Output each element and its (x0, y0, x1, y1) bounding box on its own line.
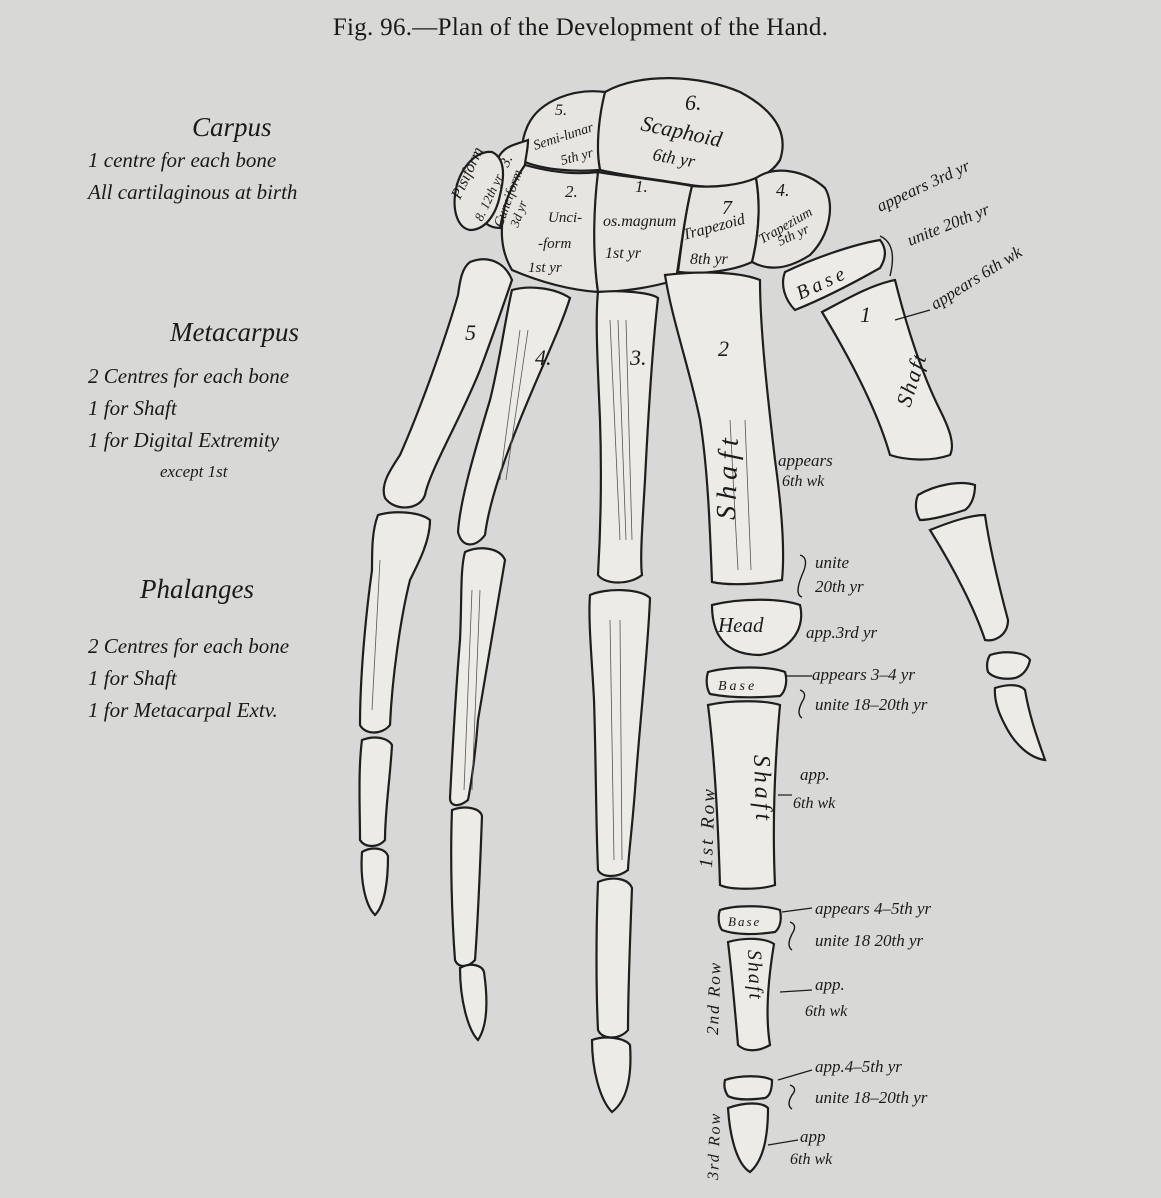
row2-row-label: 2nd Row (703, 961, 725, 1036)
metacarpal-5-label: 5 (465, 320, 476, 345)
metacarpal-3 (597, 291, 658, 582)
mc2-unite: unite (815, 553, 849, 572)
metacarpal-4-label: 4. (535, 345, 552, 370)
phalanx-4-1 (450, 548, 505, 805)
metacarpal-3-label: 3. (629, 345, 647, 370)
row2-appears: appears 4–5th yr (815, 899, 932, 918)
magnum-num: 1. (635, 177, 648, 196)
unciform-num: 2. (565, 182, 578, 201)
thumb-phalanx-base (916, 483, 975, 520)
row1-appears: appears 3–4 yr (812, 665, 915, 684)
row1-brace (799, 690, 805, 718)
unciform-name: Unci- (548, 210, 582, 226)
trapezium-num: 4. (776, 180, 790, 200)
unciform-time: 1st yr (528, 260, 562, 276)
trapezoid-time: 8th yr (690, 251, 729, 268)
metacarpal-2-label: 2 (718, 336, 729, 361)
row3-appears: app.4–5th yr (815, 1057, 902, 1076)
row2-app: app. (815, 975, 845, 994)
phalanx-5-3 (362, 849, 388, 915)
row2-app-pointer (780, 990, 812, 992)
row1-row-label: 1st Row (696, 786, 720, 868)
row3-shaft (728, 1104, 768, 1173)
phalanx-4-2 (451, 808, 482, 966)
mc2-appears-time: 6th wk (782, 473, 825, 490)
thumb-unite-label: unite 20th yr (904, 199, 992, 249)
row2-base-label: Base (728, 914, 761, 929)
mc2-appears: appears (778, 451, 833, 470)
thumb-appears-shaft-label: appears 6th wk (927, 242, 1026, 313)
row1-app-time: 6th wk (793, 795, 836, 812)
row1-base-label: Base (718, 679, 757, 694)
mc2-shaft-label: Shaft (711, 432, 745, 521)
row2-shaft-label: Shaft (743, 949, 767, 1001)
row1-app: app. (800, 765, 830, 784)
mc2-unite-time: 20th yr (815, 577, 864, 596)
row3-brace (789, 1085, 795, 1109)
phalanx-4-3 (460, 965, 486, 1040)
row1-unite: unite 18–20th yr (815, 695, 928, 714)
thumb-appears-label: appears 3rd yr (874, 156, 973, 216)
row2-app-time: 6th wk (805, 1003, 848, 1020)
row3-unite: unite 18–20th yr (815, 1088, 928, 1107)
unciform-name2: -form (538, 236, 572, 252)
phalanx-3-2 (597, 879, 633, 1038)
magnum-name: os.magnum (603, 213, 676, 230)
row3-app-pointer (768, 1140, 798, 1145)
row3-app-time: 6th wk (790, 1151, 833, 1168)
row1-shaft-label: Shaft (748, 754, 776, 824)
phalanx-5-1 (360, 512, 430, 732)
row3-row-label: 3rd Row (705, 1112, 724, 1182)
row2-unite: unite 18 20th yr (815, 931, 924, 950)
semilunar-num: 5. (555, 102, 567, 119)
row2-brace (789, 922, 795, 950)
phalanx-5-2 (360, 738, 393, 846)
metacarpal-2-shaft (665, 273, 783, 585)
metacarpal-1-label: 1 (860, 302, 871, 327)
row3-base (724, 1076, 772, 1099)
row3-pointer (778, 1070, 812, 1080)
mc2-head-label: Head (717, 613, 764, 637)
row3-app: app (800, 1127, 826, 1146)
row2-pointer (782, 908, 812, 912)
thumb-distal-base (987, 652, 1030, 678)
scaphoid-num: 6. (685, 90, 702, 115)
mc2-head-app: app.3rd yr (806, 623, 878, 642)
mc2-brace (798, 555, 806, 597)
magnum-time: 1st yr (605, 245, 642, 262)
phalanx-3-3 (592, 1038, 630, 1112)
thumb-phalanx-shaft (930, 515, 1008, 640)
thumb-distal-shaft (995, 685, 1045, 760)
